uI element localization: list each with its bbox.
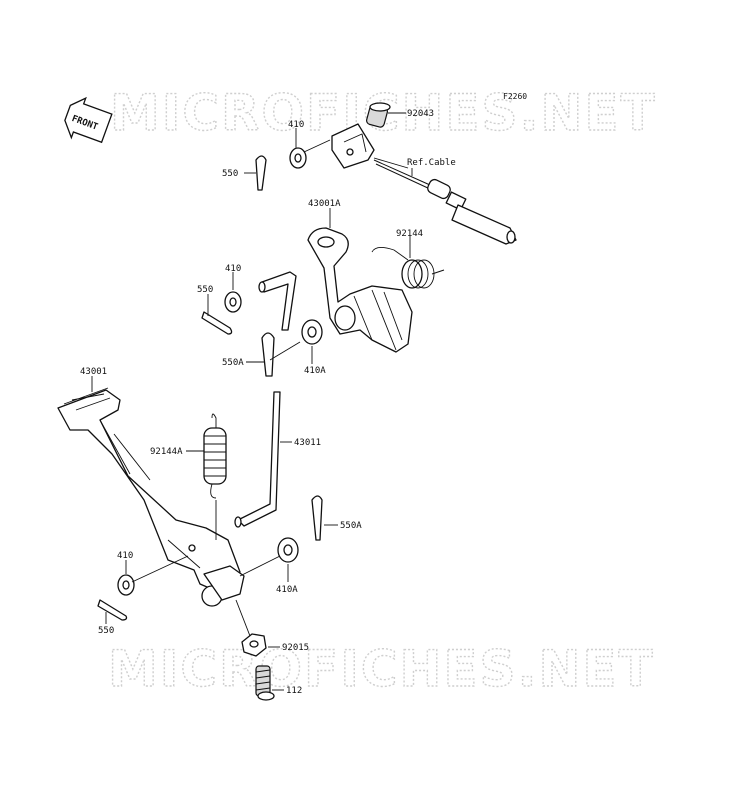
label-550A-mid: 550A (222, 358, 244, 368)
label-410-mid: 410 (225, 264, 241, 274)
torsion-spring-92144 (371, 247, 445, 289)
label-410-low: 410 (117, 551, 133, 561)
diagram-code: F2260 (503, 92, 527, 101)
cotter-pin-550-mid (201, 311, 233, 335)
cotter-pin-550-low (97, 599, 128, 621)
lever-arm-43001A (307, 227, 413, 353)
washer-410-mid (224, 291, 242, 313)
leader-lines (91, 112, 413, 691)
label-43001A: 43001A (308, 199, 341, 209)
brake-cable (373, 159, 517, 245)
label-92043: 92043 (407, 109, 434, 119)
washer-410-top (289, 147, 307, 169)
label-92015: 92015 (282, 643, 309, 653)
cotter-pin-550A-low (311, 495, 323, 541)
label-92144A: 92144A (150, 447, 183, 457)
front-arrow-icon: FRONT (64, 96, 113, 144)
washer-410A-low (277, 537, 299, 563)
tension-spring-92144A (203, 413, 227, 499)
label-112: 112 (286, 686, 302, 696)
label-550A-low: 550A (340, 521, 362, 531)
watermark-bottom: MICROFICHES.NET (108, 640, 655, 698)
rod-43011 (234, 391, 281, 528)
bolt-112 (255, 665, 275, 701)
label-92144: 92144 (396, 229, 423, 239)
label-410A-low: 410A (276, 585, 298, 595)
washer-410-low (117, 574, 135, 596)
clevis-pin (366, 102, 391, 128)
label-410-top: 410 (288, 120, 304, 130)
label-550-mid: 550 (197, 285, 213, 295)
bent-rod (258, 271, 297, 331)
washer-410A-mid (301, 319, 323, 345)
clevis (331, 123, 375, 169)
label-43011: 43011 (294, 438, 321, 448)
brake-pedal-43001 (57, 387, 245, 607)
label-550-top: 550 (222, 169, 238, 179)
label-ref-cable: Ref.Cable (407, 158, 456, 168)
cotter-pin-550-top (255, 155, 267, 191)
label-410A-mid: 410A (304, 366, 326, 376)
cotter-pin-550A-mid (261, 332, 275, 377)
label-43001: 43001 (80, 367, 107, 377)
label-550-low: 550 (98, 626, 114, 636)
nut-92015 (241, 633, 267, 657)
